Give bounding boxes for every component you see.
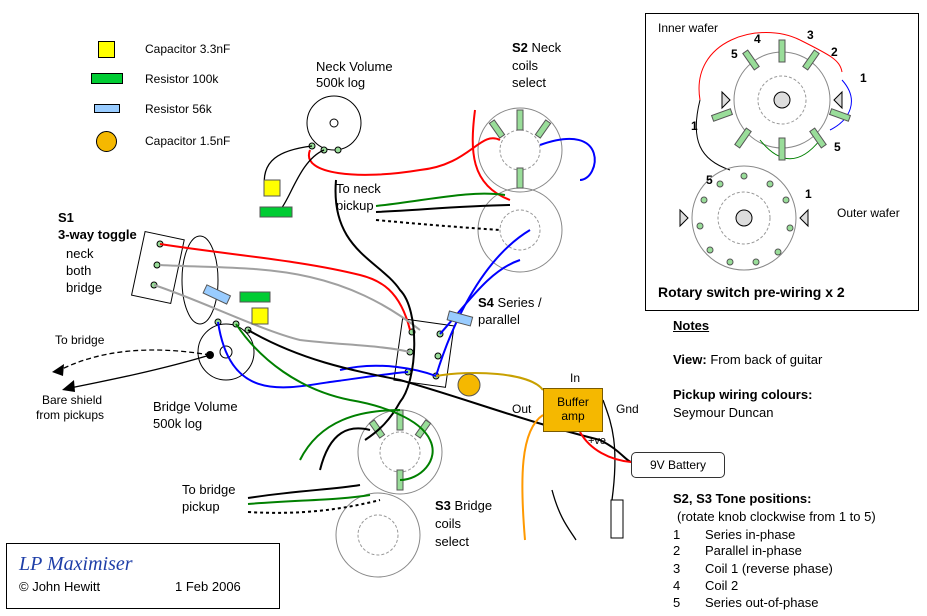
s2-text: Neck — [531, 40, 562, 55]
tone-position-num: 4 — [673, 578, 681, 593]
s4-label: S4 Series / — [478, 295, 542, 311]
buffer-gnd-label: Gnd — [616, 402, 639, 416]
legend-label: Capacitor 1.5nF — [145, 134, 231, 148]
bridge-volume-label: Bridge Volume — [153, 399, 238, 414]
legend-label: Resistor 100k — [145, 72, 219, 86]
s4-line2: parallel — [478, 312, 520, 327]
battery: 9V Battery — [631, 452, 725, 478]
s2-switch-drawing — [477, 107, 563, 273]
notes-colours-heading: Pickup wiring colours: — [673, 387, 813, 402]
inset-inner-pos-5: 5 — [834, 140, 841, 154]
s1-toggle-drawing — [130, 230, 219, 325]
legend-swatch-capacitor-1-5nf — [96, 131, 117, 152]
bare-shield-label2: from pickups — [36, 408, 105, 422]
inset-inner-pos-1: 1 — [691, 119, 698, 133]
s2-label: S2 Neck — [512, 40, 561, 56]
s1-title: 3-way toggle — [58, 227, 137, 242]
buffer-out-label: Out — [512, 402, 532, 416]
s3-line3: select — [435, 534, 469, 549]
notes-heading: Notes — [673, 318, 710, 333]
s3-line2: coils — [435, 516, 462, 531]
tone-position-num: 1 — [673, 527, 681, 542]
neck-volume-pot — [306, 95, 362, 154]
legend-swatch-resistor-56k — [94, 104, 120, 113]
buffer-in-label: In — [570, 371, 581, 385]
inset-outer-pos-1: 1 — [805, 187, 812, 201]
buffer-amp-line2: amp — [561, 409, 585, 423]
s3-id: S3 — [435, 498, 451, 513]
neck-volume-value: 500k log — [316, 75, 366, 90]
plus-ve-label: +ve — [588, 435, 607, 447]
inset-pos-3: 3 — [807, 28, 814, 42]
title-author: © John Hewitt — [19, 579, 101, 594]
inset-caption: Rotary switch pre-wiring x 2 — [658, 284, 845, 300]
inset-pos-2: 2 — [831, 45, 838, 59]
to-bridge-label: To bridge — [55, 333, 105, 347]
outer-wafer-label: Outer wafer — [837, 206, 900, 220]
notes-view-value: From back of guitar — [710, 352, 823, 367]
s4-id: S4 — [478, 295, 494, 310]
tone-position-label: Series out-of-phase — [705, 595, 819, 610]
inset-outer-pos-5: 5 — [706, 173, 713, 187]
tone-position-num: 3 — [673, 561, 681, 576]
s3-text: Bridge — [454, 498, 493, 513]
wires — [59, 109, 632, 541]
legend-swatch-capacitor-3-3nf — [98, 41, 115, 58]
to-neck-label2: pickup — [336, 198, 374, 213]
tone-position-num: 2 — [673, 543, 681, 558]
arrow-heads — [52, 364, 75, 392]
s2-line2: coils — [512, 58, 539, 73]
s1-position-bridge: bridge — [66, 280, 103, 295]
inset-pos-1: 1 — [860, 71, 867, 85]
tone-heading: S2, S3 Tone positions: — [673, 491, 812, 506]
inset-pos-5: 5 — [731, 47, 738, 61]
legend-swatch-resistor-100k — [91, 73, 123, 84]
s1-position-neck: neck — [66, 246, 94, 261]
tone-position-label: Coil 1 (reverse phase) — [705, 561, 833, 576]
rotary-switch-inset — [645, 13, 919, 311]
s4-text: Series / — [497, 295, 542, 310]
s1-id: S1 — [58, 210, 74, 225]
bridge-volume-value: 500k log — [153, 416, 203, 431]
title-block: LP Maximiser © John Hewitt 1 Feb 2006 — [6, 543, 280, 609]
inner-wafer-label: Inner wafer — [658, 21, 719, 35]
legend-label: Resistor 56k — [145, 102, 212, 116]
to-neck-label: To neck — [336, 181, 381, 196]
s1-position-both: both — [66, 263, 92, 278]
s3-label: S3 Bridge — [435, 498, 492, 514]
legend-label: Capacitor 3.3nF — [145, 42, 231, 56]
s2-id: S2 — [512, 40, 528, 55]
notes-view: View: From back of guitar — [673, 352, 822, 368]
to-bridge-pickup-label: To bridge — [182, 482, 236, 497]
bare-shield-label: Bare shield — [42, 393, 103, 407]
notes-colours-value: Seymour Duncan — [673, 405, 774, 420]
components — [202, 179, 624, 539]
s2-line3: select — [512, 75, 546, 90]
buffer-amp: Buffer amp — [543, 388, 603, 432]
tone-position-num: 5 — [673, 595, 681, 610]
tone-position-label: Coil 2 — [705, 578, 739, 593]
notes-view-label: View: — [673, 352, 707, 367]
title-date: 1 Feb 2006 — [175, 579, 241, 594]
inset-pos-4: 4 — [754, 32, 761, 46]
tone-subheading: (rotate knob clockwise from 1 to 5) — [677, 509, 876, 524]
tone-position-label: Series in-phase — [705, 527, 796, 542]
tone-position-label: Parallel in-phase — [705, 543, 802, 558]
neck-volume-label: Neck Volume — [316, 59, 393, 74]
to-bridge-pickup-label2: pickup — [182, 499, 220, 514]
title-name: LP Maximiser — [19, 553, 133, 575]
buffer-amp-line1: Buffer — [557, 395, 589, 409]
inset-switch-drawing — [679, 32, 852, 271]
